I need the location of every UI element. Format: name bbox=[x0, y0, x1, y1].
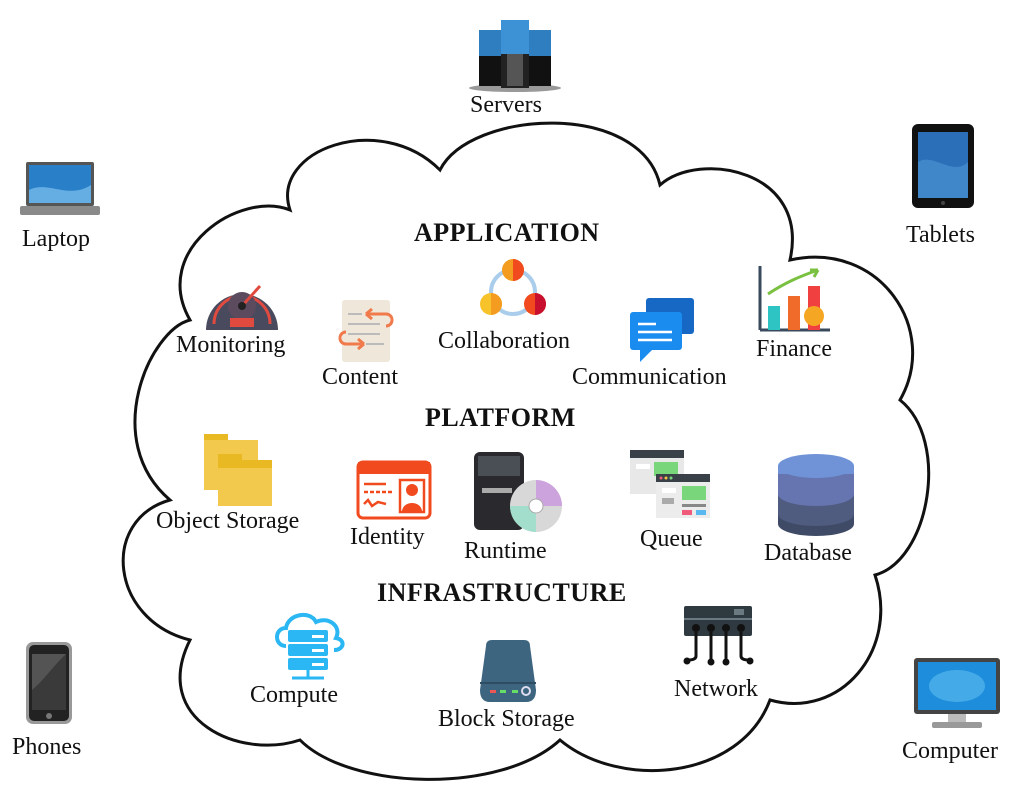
service-label: Database bbox=[764, 540, 852, 566]
document-sync-icon bbox=[338, 300, 394, 362]
client-label: Phones bbox=[12, 734, 82, 760]
service-label: Collaboration bbox=[438, 328, 570, 354]
service-identity: Identity bbox=[350, 460, 432, 550]
phone-icon bbox=[26, 642, 72, 724]
service-label: Communication bbox=[572, 364, 727, 390]
collaboration-icon bbox=[480, 259, 546, 316]
service-finance: Finance bbox=[756, 264, 832, 362]
cloud-server-icon bbox=[275, 612, 345, 680]
service-runtime: Runtime bbox=[464, 450, 564, 564]
section-infrastructure: INFRASTRUCTURE bbox=[377, 578, 627, 607]
folders-icon bbox=[204, 434, 272, 506]
speedometer-icon bbox=[206, 284, 278, 330]
service-collaboration: Collaboration bbox=[438, 256, 570, 354]
service-label: Queue bbox=[640, 526, 703, 552]
service-queue: Queue bbox=[628, 448, 712, 552]
service-content: Content bbox=[322, 298, 398, 390]
service-monitoring: Monitoring bbox=[176, 264, 285, 358]
client-tablets: Tablets bbox=[900, 122, 1000, 248]
client-label: Laptop bbox=[22, 226, 90, 252]
section-platform: PLATFORM bbox=[425, 403, 576, 432]
service-label: Compute bbox=[250, 682, 338, 708]
service-label: Identity bbox=[350, 524, 425, 550]
client-label: Computer bbox=[902, 738, 998, 764]
service-communication: Communication bbox=[572, 296, 727, 390]
chat-bubbles-icon bbox=[630, 298, 694, 362]
service-network: Network bbox=[674, 604, 758, 702]
service-label: Finance bbox=[756, 336, 832, 362]
service-label: Block Storage bbox=[438, 706, 575, 732]
service-label: Object Storage bbox=[156, 508, 300, 534]
service-label: Runtime bbox=[464, 538, 547, 564]
laptop-icon bbox=[20, 162, 100, 215]
client-label: Tablets bbox=[906, 222, 975, 248]
service-label: Monitoring bbox=[176, 332, 286, 358]
service-database: Database bbox=[764, 452, 856, 566]
client-servers: Servers bbox=[460, 12, 570, 118]
servers-icon bbox=[469, 20, 561, 92]
client-phones: Phones bbox=[10, 640, 100, 760]
tablet-icon bbox=[912, 124, 974, 208]
client-laptop: Laptop bbox=[18, 160, 118, 252]
computer-icon bbox=[914, 658, 1000, 728]
section-application: APPLICATION bbox=[414, 218, 600, 247]
finance-chart-icon bbox=[758, 266, 830, 332]
client-computer: Computer bbox=[900, 656, 1020, 764]
hard-drive-icon bbox=[480, 640, 536, 702]
server-disc-icon bbox=[474, 452, 562, 532]
id-card-icon bbox=[356, 460, 432, 520]
service-object-storage: Object Storage bbox=[156, 432, 299, 534]
queue-windows-icon bbox=[630, 450, 710, 518]
service-label: Content bbox=[322, 364, 398, 390]
client-label: Servers bbox=[470, 92, 542, 118]
network-switch-icon bbox=[683, 606, 754, 666]
service-label: Network bbox=[674, 676, 758, 702]
service-block-storage: Block Storage bbox=[438, 638, 575, 732]
database-icon bbox=[778, 454, 854, 536]
service-compute: Compute bbox=[250, 610, 346, 708]
